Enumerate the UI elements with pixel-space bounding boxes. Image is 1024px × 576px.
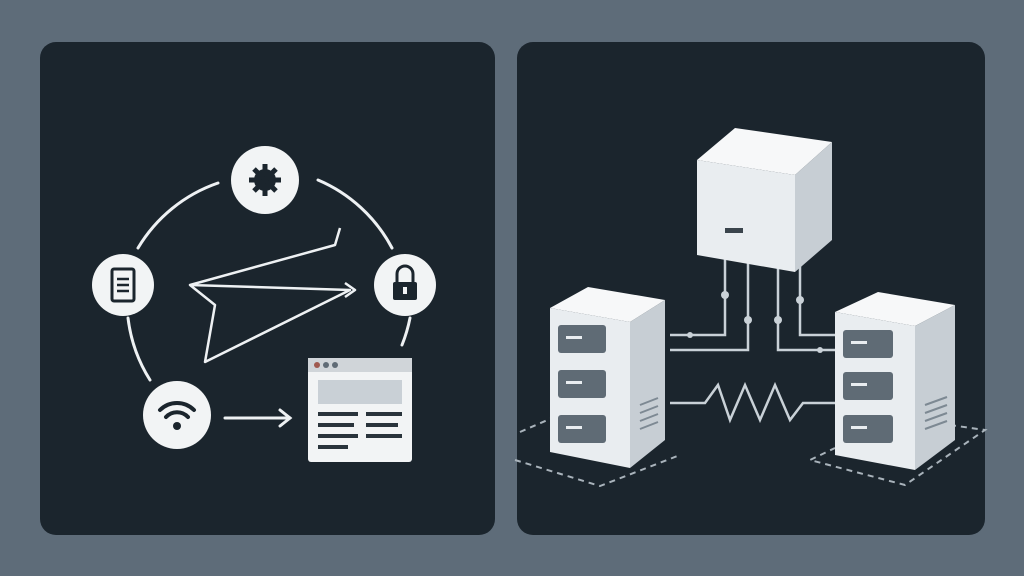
floor-outline — [514, 417, 988, 488]
wires — [670, 255, 840, 424]
zigzag-connection-icon — [670, 381, 835, 424]
exchange-arrow — [188, 227, 357, 364]
arrow-right-icon — [223, 408, 293, 428]
left-panel — [40, 42, 495, 535]
server-rack-icon — [550, 287, 665, 468]
cube-hub-icon — [697, 128, 832, 272]
gear-icon — [231, 146, 299, 214]
lock-icon — [374, 254, 436, 316]
cycle-arcs — [126, 178, 412, 382]
browser-window-icon — [308, 358, 412, 462]
wifi-icon — [143, 381, 211, 449]
document-icon — [92, 254, 154, 316]
right-panel — [514, 42, 988, 535]
server-rack-icon — [835, 292, 955, 470]
